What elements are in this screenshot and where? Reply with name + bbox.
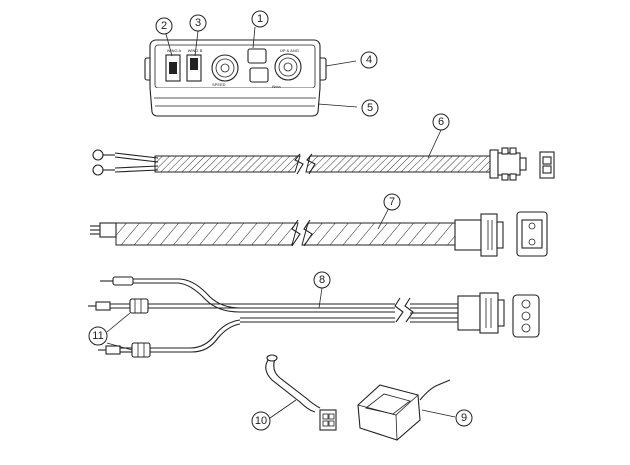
callout-3: 3 (189, 14, 207, 32)
svg-text:10: 10 (255, 415, 267, 427)
angle-knob: UP & ANG (274, 48, 302, 81)
leader-2 (165, 33, 173, 57)
callout-2: 2 (155, 17, 173, 35)
callout-10: 10 (251, 411, 271, 431)
svg-text:7: 7 (389, 196, 395, 208)
rocker-switch-b: WING B (186, 48, 203, 82)
leader-10 (269, 399, 297, 419)
indicator-window-top (247, 48, 267, 64)
switch-b-label: WING B (188, 48, 203, 53)
leader-8 (318, 287, 323, 309)
cover-9 (357, 379, 451, 441)
leader-1 (252, 26, 256, 49)
svg-text:4: 4 (366, 54, 372, 66)
callout-6: 6 (432, 113, 450, 131)
svg-text:5: 5 (367, 102, 373, 114)
harness-8 (88, 276, 540, 358)
panel-bracket (149, 87, 321, 117)
callout-9: 9 (455, 409, 473, 427)
harness-7 (90, 211, 548, 257)
svg-text:11: 11 (92, 330, 103, 342)
svg-text:6: 6 (438, 116, 444, 128)
svg-text:9: 9 (461, 412, 467, 424)
rocker-switch-a: WING A (165, 48, 182, 82)
svg-text:2: 2 (161, 20, 167, 32)
callout-7: 7 (383, 193, 401, 211)
speed-knob: SPEED (211, 54, 239, 87)
leader-6 (427, 129, 442, 159)
leader-5 (317, 103, 358, 108)
switch-a-label: WING A (167, 48, 182, 53)
leader-3 (194, 30, 199, 57)
angle-knob-label: UP & ANG (280, 48, 299, 53)
leader-11b (106, 342, 133, 351)
brand-logo: Boss (272, 84, 281, 89)
callout-4: 4 (360, 51, 378, 69)
svg-text:1: 1 (257, 13, 263, 25)
control-panel: WING A WING B SPEED UP & ANG Boss (144, 39, 327, 117)
callout-11: 11 (88, 326, 108, 346)
harness-6 (92, 147, 555, 181)
callout-8: 8 (313, 271, 331, 289)
leader-4 (325, 60, 357, 67)
callout-5: 5 (361, 99, 379, 117)
leader-9 (421, 409, 456, 418)
indicator-window-bottom (249, 67, 269, 83)
callout-1: 1 (251, 10, 269, 28)
leader-11a (106, 312, 131, 333)
svg-text:3: 3 (195, 17, 201, 29)
svg-text:8: 8 (319, 274, 325, 286)
jumper-10 (265, 354, 337, 431)
speed-knob-label: SPEED (212, 82, 226, 87)
